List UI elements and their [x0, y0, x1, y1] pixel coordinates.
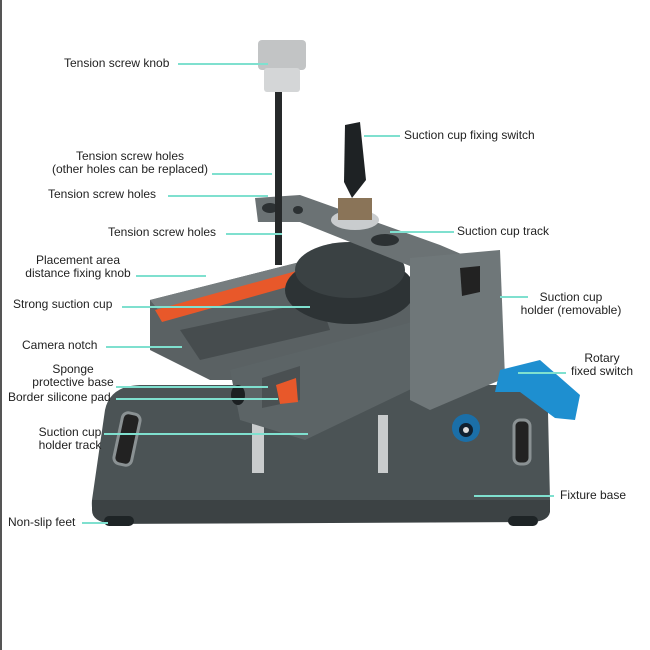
leader-line: [106, 346, 182, 348]
label-tension-screw-holes-a: Tension screw holes: [48, 187, 157, 201]
label-tension-screw-holes-replaceable: Tension screw holes (other holes can be …: [51, 149, 209, 176]
leader-line: [168, 195, 268, 197]
fixture-base-shape: [91, 385, 551, 526]
label-suction-cup-fixing-switch: Suction cup fixing switch: [404, 128, 535, 142]
leader-line: [116, 386, 268, 388]
label-placement-area-knob: Placement area distance fixing knob: [25, 253, 131, 280]
label-camera-notch: Camera notch: [22, 338, 98, 352]
label-suction-cup-track: Suction cup track: [457, 224, 550, 238]
leader-line: [500, 296, 528, 298]
label-strong-suction-cup: Strong suction cup: [13, 297, 113, 311]
leader-line: [136, 275, 206, 277]
leader-line: [82, 522, 108, 524]
leader-line: [104, 433, 308, 435]
label-sponge-protective-base: Sponge protective base: [32, 362, 114, 389]
leader-line: [116, 398, 278, 400]
leader-line: [212, 173, 272, 175]
leader-line: [474, 495, 554, 497]
leader-line: [390, 231, 454, 233]
label-rotary-fixed-switch: Rotary fixed switch: [570, 351, 634, 378]
left-border: [0, 0, 2, 650]
leader-line: [226, 233, 282, 235]
leader-line: [122, 306, 310, 308]
label-border-silicone-pad: Border silicone pad: [8, 390, 111, 404]
leader-line: [518, 372, 566, 374]
label-non-slip-feet: Non-slip feet: [8, 515, 76, 529]
label-tension-screw-knob: Tension screw knob: [64, 56, 170, 70]
leader-line: [178, 63, 268, 65]
label-suction-cup-holder-track: Suction cup holder track: [38, 425, 102, 452]
label-fixture-base: Fixture base: [560, 488, 627, 502]
label-tension-screw-holes-b: Tension screw holes: [108, 225, 217, 239]
label-suction-cup-holder: Suction cup holder (removable): [520, 290, 622, 317]
leader-line: [364, 135, 400, 137]
